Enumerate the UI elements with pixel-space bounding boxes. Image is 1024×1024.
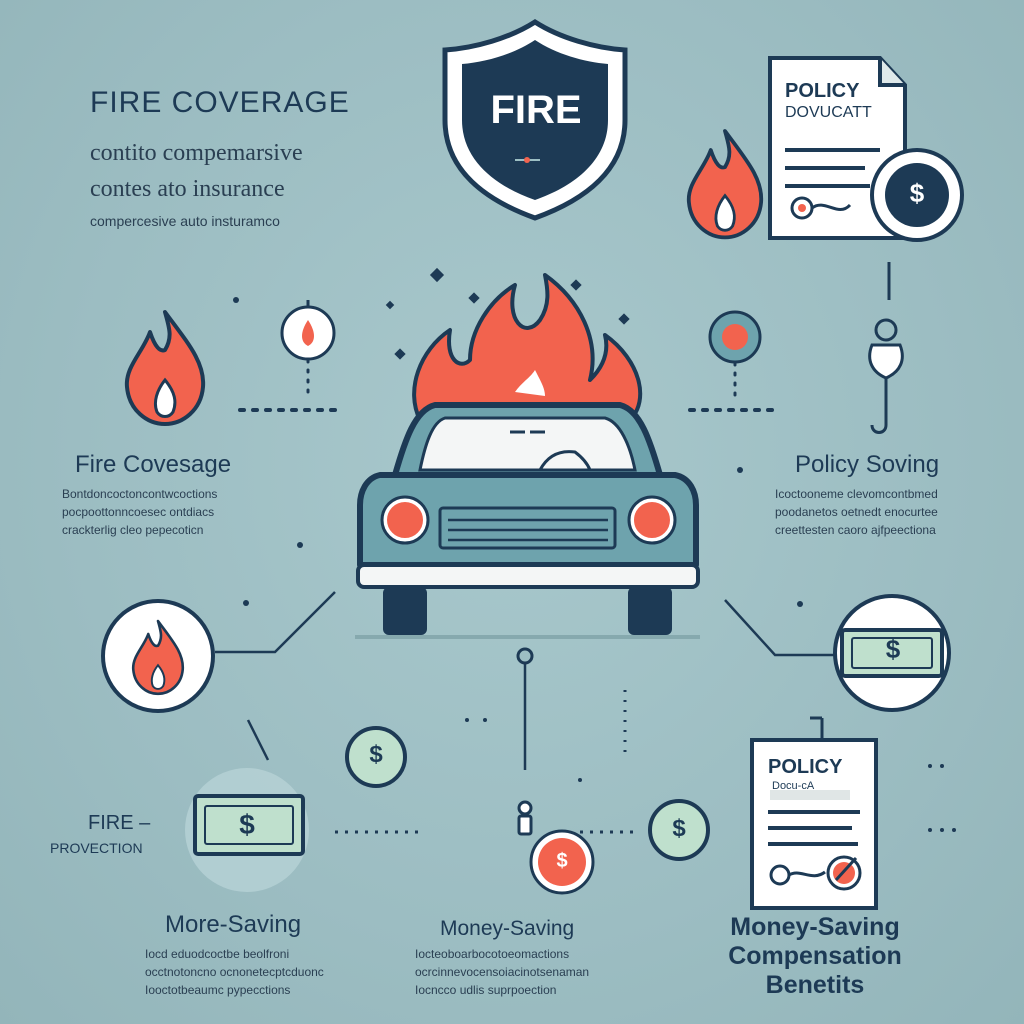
left-section-desc-3: crackterlig cleo pepecoticn: [62, 523, 204, 537]
flame-icon: [124, 310, 206, 426]
right-section-title: Policy Soving: [795, 451, 940, 478]
shield-icon: [442, 19, 628, 221]
fire-node-icon: [708, 310, 762, 364]
bottom-center-desc-2: ocrcinnevocensoiacinotsenaman: [415, 965, 590, 979]
key-icon: [868, 318, 904, 434]
left-section-title: Fire Covesage: [75, 451, 232, 478]
burning-car-icon: [355, 273, 700, 639]
money-badge-icon: [833, 594, 951, 712]
bottom-right-title-2: Compensation: [728, 942, 902, 970]
dollar-symbol: $: [885, 634, 901, 664]
policy-doc-bottom-title: POLICY: [768, 756, 843, 778]
header-subtitle-line-3: compercesive auto insturamco: [90, 213, 280, 229]
shield-label: FIRE: [490, 88, 582, 132]
left-section-desc-2: pocpoottonncoesec ontdiacs: [62, 505, 215, 519]
page-title: FIRE COVERAGE: [90, 86, 350, 119]
dollar-coin-icon: [870, 148, 964, 242]
money-bill-icon: [185, 768, 309, 892]
left-section-desc-1: Bontdoncoctoncontwcoctions: [62, 487, 218, 501]
protection-label-line-1: FIRE –: [88, 812, 151, 834]
bottom-left-title: More-Saving: [165, 911, 302, 938]
dollar-symbol: $: [239, 809, 255, 840]
policy-document-icon: [750, 716, 878, 910]
policy-doc-bottom-subtitle: Docu-cA: [772, 780, 815, 792]
dollar-coin-icon: [345, 726, 407, 788]
key-icon: [517, 800, 533, 836]
flame-badge-icon: [101, 599, 215, 713]
dollar-symbol: $: [369, 741, 383, 768]
right-section-desc-2: poodanetos oetnedt enocurtee: [775, 505, 938, 519]
bottom-left-desc-3: Iooctotbeaumc pypecctions: [145, 983, 291, 997]
header-subtitle-line-2: contes ato insurance: [90, 176, 285, 202]
policy-doc-subtitle: DOVUCATT: [785, 104, 872, 121]
dollar-symbol: $: [672, 815, 686, 842]
bottom-left-desc-2: occtnotoncno ocnonetecptcduonc: [145, 965, 324, 979]
bottom-center-title: Money-Saving: [440, 917, 575, 940]
bottom-right-title-1: Money-Saving: [730, 913, 900, 941]
bottom-center-desc-1: Iocteoboarbocotoeomactions: [415, 947, 570, 961]
connector-lines: [215, 262, 891, 834]
bottom-left-desc-1: Iocd eduodcoctbe beolfroni: [145, 947, 290, 961]
fire-node-icon: [280, 305, 336, 361]
protection-label-line-2: PROVECTION: [50, 840, 143, 856]
dollar-symbol: $: [556, 850, 568, 872]
bottom-center-desc-3: Iocncco udlis suprpoection: [415, 983, 557, 997]
policy-doc-title: POLICY: [785, 80, 860, 102]
flame-icon: [686, 129, 764, 240]
right-section-desc-1: Icoctooneme clevomcontbmed: [775, 487, 938, 501]
bottom-right-title-3: Benetits: [765, 971, 865, 999]
right-section-desc-3: creettesten caoro ajfpeectiona: [775, 523, 936, 537]
sparkle-icons: [233, 267, 956, 832]
dollar-symbol: $: [909, 178, 925, 208]
dollar-coin-icon: [529, 829, 595, 895]
header-subtitle-line-1: contito compemarsive: [90, 140, 303, 166]
dollar-coin-icon: [648, 799, 710, 861]
